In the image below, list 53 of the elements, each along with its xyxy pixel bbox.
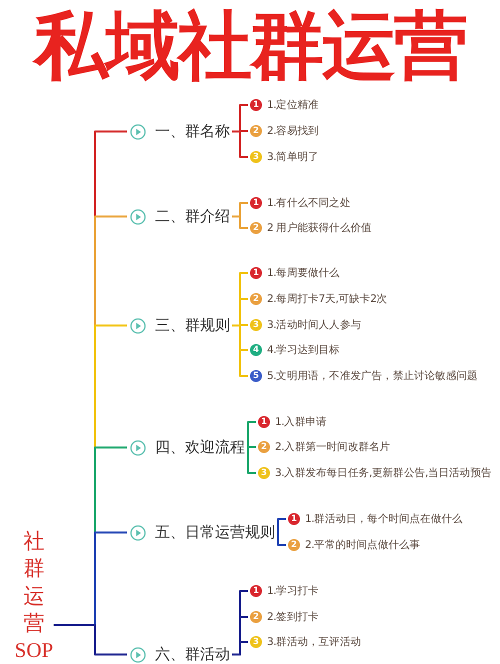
- subtopic-label: 2.平常的时间点做什么事: [305, 538, 420, 552]
- number-badge: 1: [250, 267, 262, 279]
- number-badge: 2: [250, 125, 262, 137]
- connector-line: [232, 216, 248, 229]
- subtopic-label: 3.入群发布每日任务,更新群公告,当日活动预告: [275, 466, 492, 480]
- subtopic-label: 3.群活动，互评活动: [267, 635, 362, 649]
- number-badge: 2: [250, 222, 262, 234]
- branch-label: 六、群活动: [155, 645, 230, 664]
- subtopic-label: 1.群活动日，每个时间点在做什么: [305, 512, 463, 526]
- branch-label: 五、日常运营规则: [155, 523, 275, 542]
- connector-line: [246, 446, 256, 448]
- number-badge: 1: [250, 585, 262, 597]
- subtopic-label: 3.活动时间人人参与: [267, 318, 362, 332]
- number-badge: 2: [288, 539, 300, 551]
- number-badge: 1: [250, 99, 262, 111]
- number-badge: 2: [250, 293, 262, 305]
- number-badge: 1: [288, 513, 300, 525]
- branch-label: 三、群规则: [155, 316, 230, 335]
- connector-line: [232, 130, 248, 158]
- number-badge: 2: [258, 441, 270, 453]
- subtopic-label: 1.入群申请: [275, 415, 327, 429]
- number-badge: 3: [250, 151, 262, 163]
- subtopic-label: 3.简单明了: [267, 150, 319, 164]
- branch-label: 二、群介绍: [155, 207, 230, 226]
- subtopic-label: 5.文明用语，不准发广告，禁止讨论敏感问题: [267, 369, 478, 383]
- title: 私域社群运营: [31, 4, 468, 88]
- root-topic: 社群运营SOP: [14, 528, 54, 664]
- number-badge: 3: [250, 636, 262, 648]
- branch-label: 四、欢迎流程: [155, 438, 245, 457]
- number-badge: 3: [258, 467, 270, 479]
- number-badge: 4: [250, 344, 262, 356]
- subtopic-label: 2 用户能获得什么价值: [267, 221, 372, 235]
- connector-line: [54, 624, 127, 656]
- subtopic-label: 2.入群第一时间改群名片: [275, 440, 390, 454]
- branch-label: 一、群名称: [155, 122, 230, 141]
- subtopic-label: 4.学习达到目标: [267, 343, 340, 357]
- connector-line: [246, 421, 256, 448]
- subtopic-label: 2.签到打卡: [267, 610, 319, 624]
- subtopic-label: 2.容易找到: [267, 124, 319, 138]
- subtopic-label: 1.有什么不同之处: [267, 196, 350, 210]
- connector-line: [276, 518, 286, 534]
- connector-line: [232, 641, 248, 656]
- subtopic-label: 1.每周要做什么: [267, 266, 340, 280]
- subtopic-label: 2.每周打卡7天,可缺卡2次: [267, 292, 388, 306]
- connector-line: [246, 446, 256, 474]
- subtopic-label: 1.定位精准: [267, 98, 319, 112]
- number-badge: 1: [250, 197, 262, 209]
- subtopic-label: 1.学习打卡: [267, 584, 319, 598]
- connector-line: [276, 532, 286, 546]
- number-badge: 5: [250, 370, 262, 382]
- number-badge: 2: [250, 611, 262, 623]
- number-badge: 1: [258, 416, 270, 428]
- number-badge: 3: [250, 319, 262, 331]
